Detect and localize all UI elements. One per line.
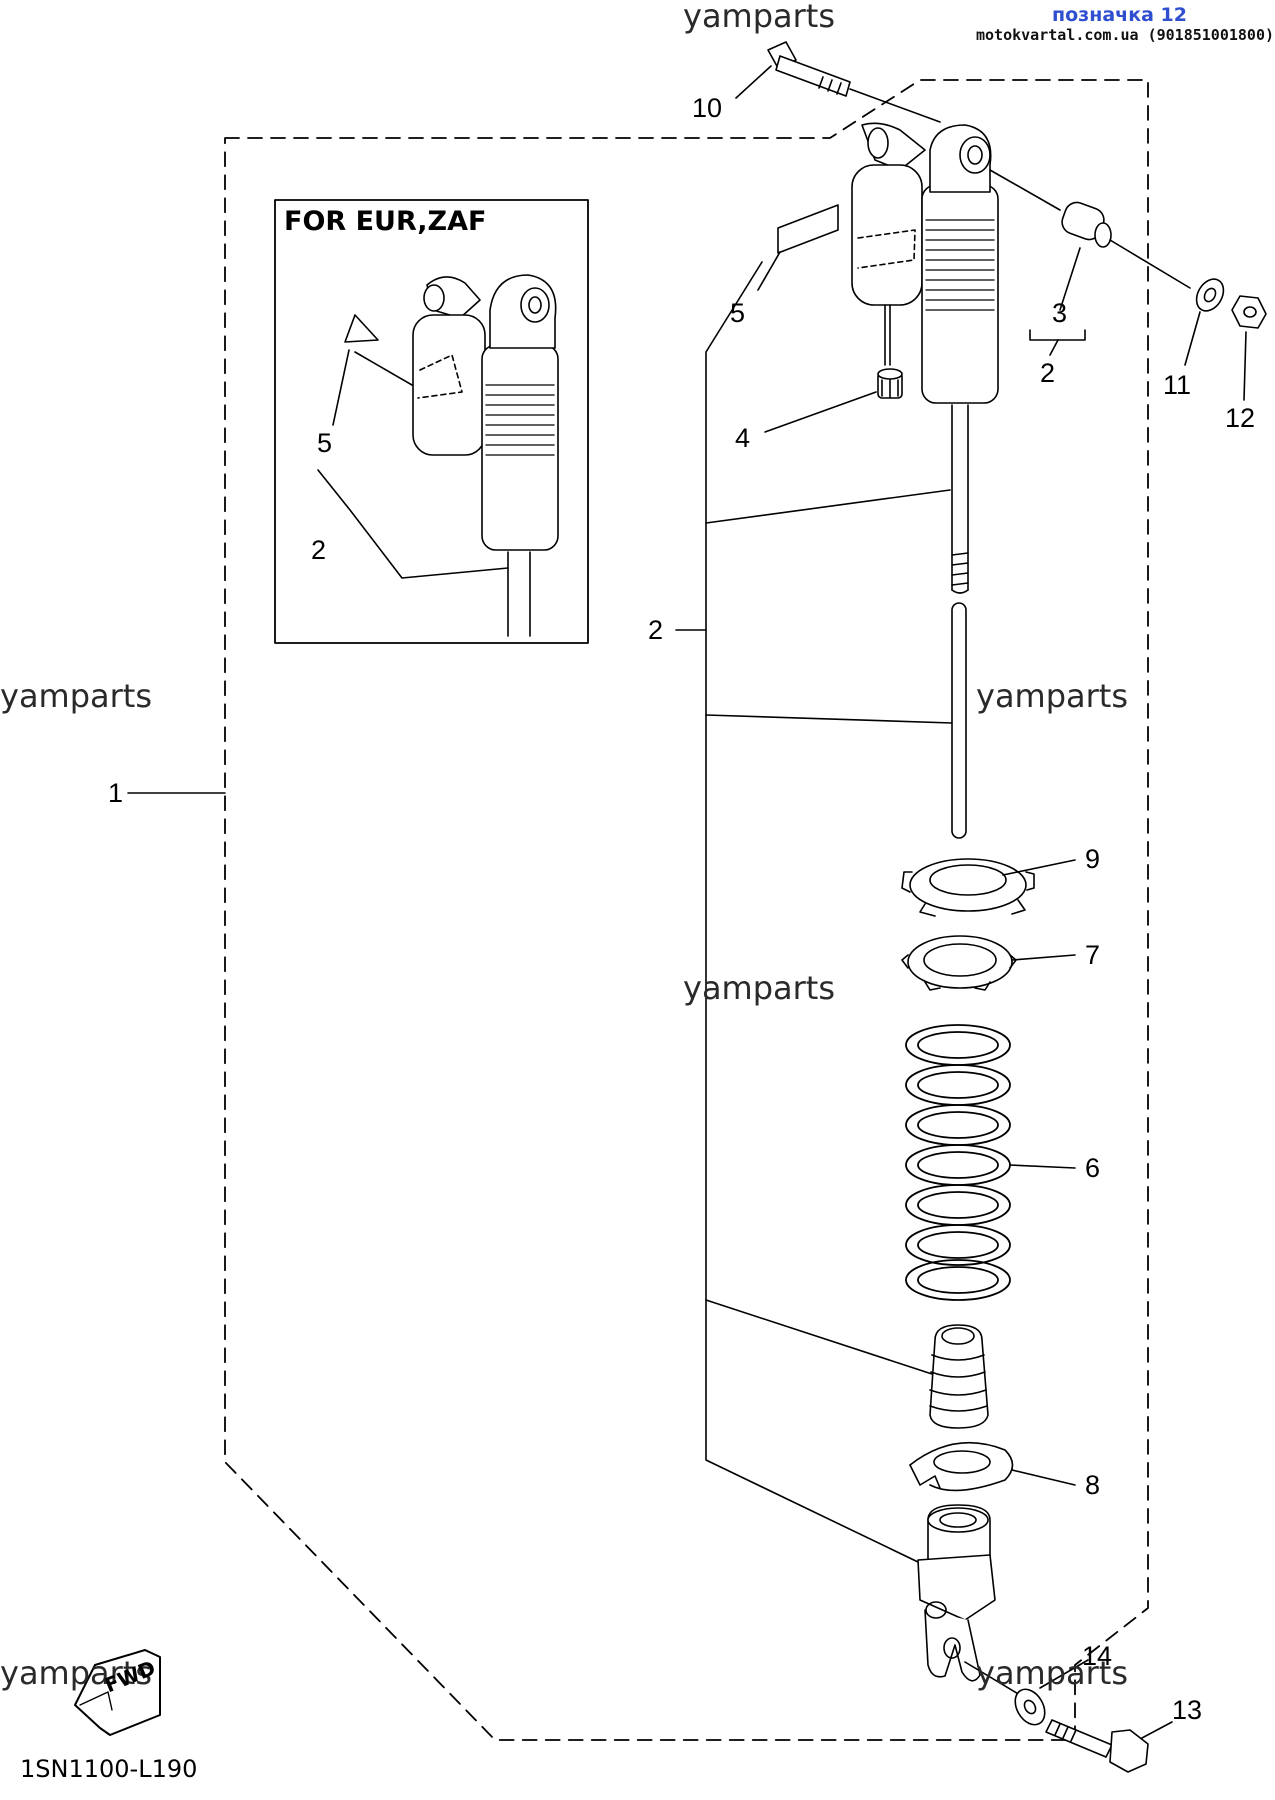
bolt-13-drawing — [1045, 1719, 1149, 1773]
inset-callout-2: 2 — [311, 535, 327, 565]
callout-1: 1 — [108, 778, 124, 808]
nut-12-drawing — [1231, 295, 1267, 329]
callout-10: 10 — [692, 93, 723, 123]
ring-nut-9-drawing — [901, 858, 1035, 917]
callout-13: 13 — [1172, 1695, 1203, 1725]
push-rod-drawing — [951, 602, 967, 839]
inset-shock-drawing — [344, 274, 559, 637]
leader-14 — [1039, 1659, 1089, 1689]
shock-absorber-body — [851, 122, 999, 594]
callout-14: 14 — [1082, 1641, 1113, 1671]
spring-seat-8-drawing — [909, 1441, 1014, 1492]
leader-2-bump — [705, 1299, 936, 1376]
leader-2-pushrod — [705, 714, 953, 724]
leader-4 — [764, 391, 877, 433]
fwd-arrow-icon — [74, 1649, 161, 1736]
leader-5 — [757, 251, 781, 291]
washer-11-drawing — [1195, 278, 1225, 312]
lower-clevis-drawing — [917, 1504, 996, 1682]
label-sticker-5 — [777, 204, 839, 254]
inset-title: FOR EUR,ZAF — [284, 206, 487, 237]
leader-8 — [1011, 1469, 1076, 1486]
leader-6 — [1009, 1164, 1076, 1169]
inset-leader-5-tip — [354, 351, 413, 386]
callout-6: 6 — [1085, 1153, 1101, 1183]
watermark: yamparts — [0, 1654, 153, 1692]
inset-callout-5: 5 — [317, 428, 333, 458]
inset-leader-5 — [332, 349, 350, 426]
leader-10 — [735, 65, 772, 99]
leader-12 — [1243, 331, 1247, 401]
leader-7 — [1011, 954, 1076, 961]
bracket-2 — [705, 261, 946, 1576]
header-site: motokvartal.com.ua (901851001800) — [976, 26, 1275, 44]
watermark: yamparts — [976, 1654, 1129, 1692]
spring-6-drawing — [905, 1024, 1011, 1301]
collar-3-drawing — [989, 169, 1191, 289]
header-label: позначка 12 — [1052, 4, 1187, 26]
callout-9: 9 — [1085, 844, 1101, 874]
inset-frame — [274, 199, 589, 644]
leader-2-rod — [705, 489, 951, 524]
inset-leader-2 — [317, 469, 509, 579]
watermark: yamparts — [976, 677, 1129, 715]
assembly-1-boundary — [224, 79, 1149, 1741]
leader-3 — [1059, 247, 1081, 311]
callout-2: 2 — [648, 615, 664, 645]
leader-11 — [1184, 311, 1201, 366]
diagram-code: 1SN1100-L190 — [20, 1755, 198, 1783]
leader-9 — [1002, 859, 1076, 876]
callout-4: 4 — [735, 423, 751, 453]
callout-2-group: 2 — [1040, 358, 1056, 388]
watermark: yamparts — [683, 0, 836, 35]
callout-3: 3 — [1052, 298, 1068, 328]
callout-12: 12 — [1225, 403, 1256, 433]
valve-cap-4-drawing — [877, 368, 903, 399]
callout-8: 8 — [1085, 1470, 1101, 1500]
callout-7: 7 — [1085, 940, 1101, 970]
watermark: yamparts — [683, 969, 836, 1007]
bolt-10-drawing — [767, 41, 941, 123]
washer-14-drawing — [964, 1661, 1046, 1726]
leader-2-group — [1049, 339, 1059, 356]
callout-11: 11 — [1163, 370, 1192, 400]
bracket-3-group — [1029, 329, 1086, 341]
callout-5: 5 — [730, 298, 746, 328]
watermark: yamparts — [0, 677, 153, 715]
bump-stopper-drawing — [929, 1324, 989, 1429]
leader-13 — [1141, 1721, 1173, 1739]
lock-nut-7-drawing — [901, 935, 1017, 991]
